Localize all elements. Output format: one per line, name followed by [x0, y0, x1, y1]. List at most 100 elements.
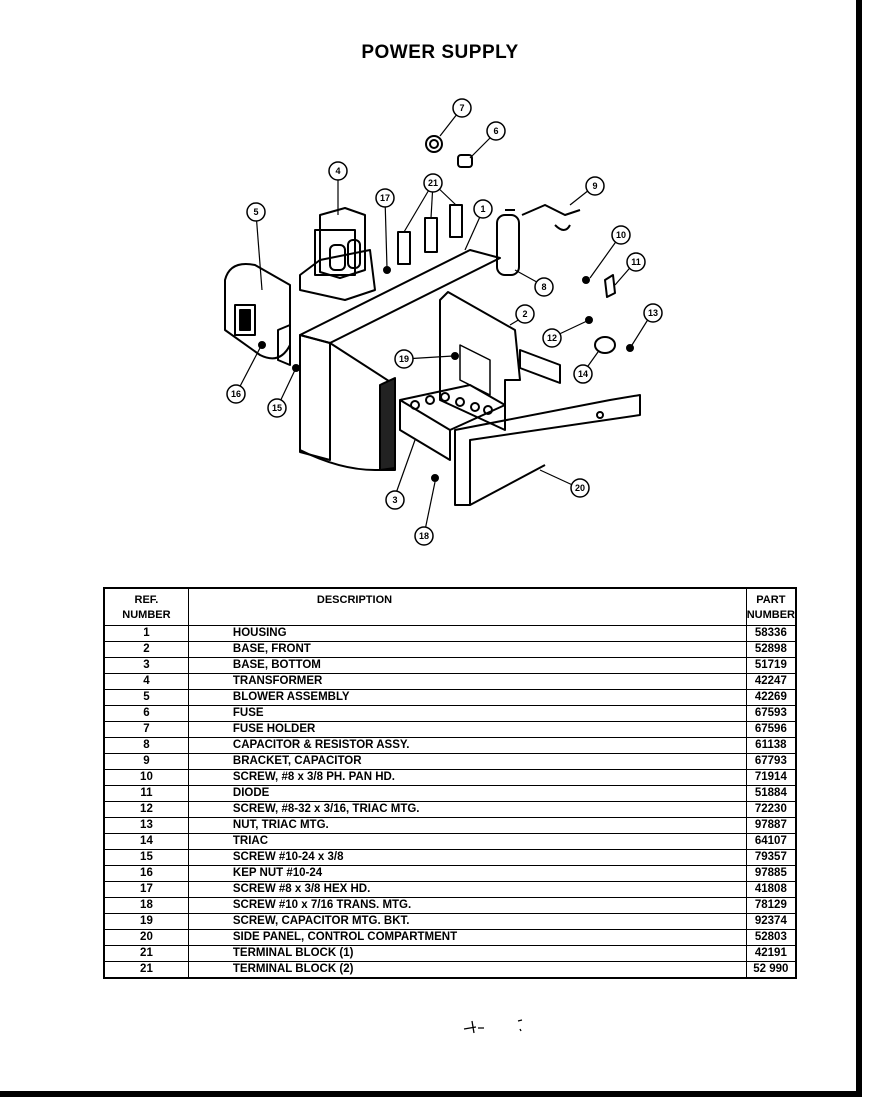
callout-label: 19 [399, 354, 409, 364]
side-panel-part [454, 394, 641, 506]
callout-label: 21 [428, 178, 438, 188]
callout-label: 5 [253, 207, 258, 217]
base-front-part [439, 291, 561, 431]
header-ref-number: REF. NUMBER [103, 588, 189, 626]
ref-number-cell: 14 [103, 833, 189, 850]
ref-number-cell: 20 [103, 929, 189, 946]
description-cell: DIODE [187, 785, 747, 802]
page-border [0, 0, 862, 1097]
ref-number-cell: 11 [103, 785, 189, 802]
callout-label: 2 [522, 309, 527, 319]
callout-label: 13 [648, 308, 658, 318]
callout-label: 6 [493, 126, 498, 136]
description-cell: SCREW, #8 x 3/8 PH. PAN HD. [187, 769, 747, 786]
callout-label: 15 [272, 403, 282, 413]
ref-number-cell: 16 [103, 865, 189, 882]
callout-7 [452, 98, 472, 118]
callout-1 [473, 199, 493, 219]
callout-label: 16 [231, 389, 241, 399]
capacitor-bracket-part [521, 204, 581, 231]
ref-number-cell: 2 [103, 641, 189, 658]
callout-12 [542, 328, 562, 348]
ref-number-cell: 12 [103, 801, 189, 818]
callout-6 [486, 121, 506, 141]
callout-label: 14 [578, 369, 588, 379]
description-cell: FUSE HOLDER [187, 721, 747, 738]
description-cell: TERMINAL BLOCK (1) [187, 945, 747, 962]
callout-5 [246, 202, 266, 222]
description-cell: FUSE [187, 705, 747, 722]
description-cell: SCREW #8 x 3/8 HEX HD. [187, 881, 747, 898]
fuse-part [457, 154, 473, 168]
part-number-cell: 51719 [745, 657, 797, 674]
callout-16 [226, 384, 246, 404]
callout-label: 3 [392, 495, 397, 505]
part-number-cell: 92374 [745, 913, 797, 930]
callout-label: 18 [419, 531, 429, 541]
part-number-cell: 42247 [745, 673, 797, 690]
ref-number-cell: 17 [103, 881, 189, 898]
part-number-cell: 64107 [745, 833, 797, 850]
transformer-part [299, 207, 376, 301]
callout-label: 4 [335, 166, 340, 176]
part-number-cell: 97887 [745, 817, 797, 834]
ref-number-cell: 8 [103, 737, 189, 754]
part-number-cell: 67596 [745, 721, 797, 738]
exploded-parts-diagram: 1 2 3 4 5 6 7 8 9 10 11 12 13 14 15 16 1… [224, 98, 663, 546]
callout-17 [375, 188, 395, 208]
part-number-cell: 71914 [745, 769, 797, 786]
callout-label: 1 [480, 204, 485, 214]
callout-21 [423, 173, 443, 193]
callout-label: 8 [541, 282, 546, 292]
ref-number-cell: 6 [103, 705, 189, 722]
callout-10 [611, 225, 631, 245]
housing-part [299, 249, 501, 471]
page-title: POWER SUPPLY [361, 42, 519, 63]
part-number-cell: 79357 [745, 849, 797, 866]
part-number-cell: 67593 [745, 705, 797, 722]
description-cell: SCREW, CAPACITOR MTG. BKT. [187, 913, 747, 930]
ref-number-cell: 7 [103, 721, 189, 738]
description-cell: TRIAC [187, 833, 747, 850]
part-number-cell: 52 990 [745, 961, 797, 978]
callout-label: 12 [547, 333, 557, 343]
ref-number-cell: 9 [103, 753, 189, 770]
part-number-cell: 42269 [745, 689, 797, 706]
ref-number-cell: 3 [103, 657, 189, 674]
callout-4 [328, 161, 348, 181]
blower-assembly-part [224, 263, 291, 366]
ref-number-cell: 15 [103, 849, 189, 866]
description-cell: SCREW #10 x 7/16 TRANS. MTG. [187, 897, 747, 914]
description-cell: SCREW #10-24 x 3/8 [187, 849, 747, 866]
ref-number-cell: 18 [103, 897, 189, 914]
callout-label: 10 [616, 230, 626, 240]
callout-19 [394, 349, 414, 369]
ref-number-cell: 13 [103, 817, 189, 834]
terminal-blocks-part [397, 204, 463, 265]
part-number-cell: 41808 [745, 881, 797, 898]
diode-part [604, 274, 616, 298]
description-cell: CAPACITOR & RESISTOR ASSY. [187, 737, 747, 754]
ref-number-cell: 10 [103, 769, 189, 786]
description-cell: BLOWER ASSEMBLY [187, 689, 747, 706]
callout-label: 11 [631, 257, 641, 267]
description-cell: SCREW, #8-32 x 3/16, TRIAC MTG. [187, 801, 747, 818]
callout-2 [515, 304, 535, 324]
description-cell: HOUSING [187, 625, 747, 642]
callout-label: 17 [380, 193, 390, 203]
callout-14 [573, 364, 593, 384]
description-cell: NUT, TRIAC MTG. [187, 817, 747, 834]
